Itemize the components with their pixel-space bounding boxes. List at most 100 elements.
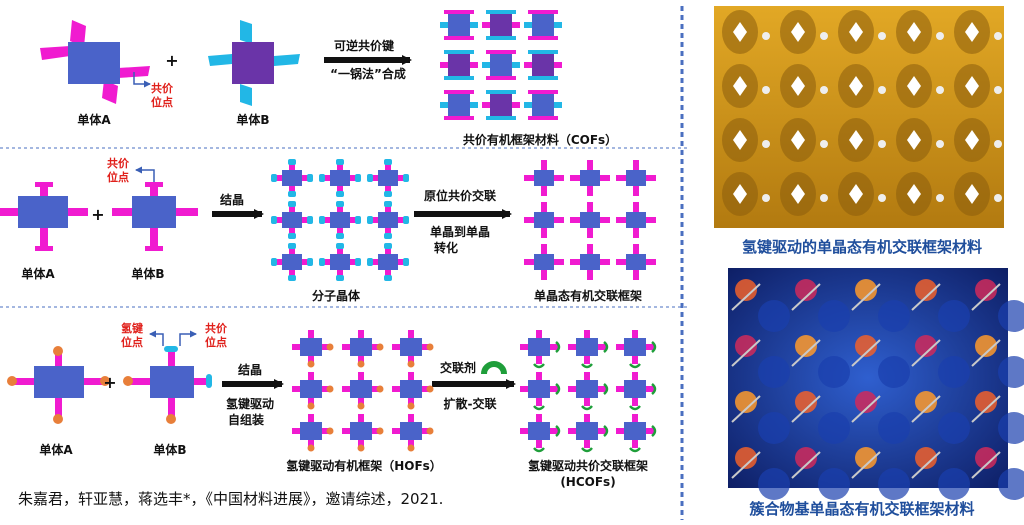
row1-site-pointer [133, 72, 151, 88]
hcof-node [624, 338, 646, 356]
hof-node [300, 422, 322, 440]
gold-pore-center [733, 22, 747, 42]
row2-crystal-grid [271, 159, 409, 281]
hcof-crosslink [581, 447, 593, 453]
hof-hbond [307, 444, 315, 452]
hof-node [300, 338, 322, 356]
hof-node [400, 380, 422, 398]
hof-node [300, 380, 322, 398]
cluster-pore [758, 300, 790, 332]
crystal-end [367, 174, 373, 182]
hcof-crosslink [651, 383, 657, 395]
gold-pore-center [791, 22, 805, 42]
cof-linker [444, 116, 474, 120]
row3-arrow1-top-label: 结晶 [238, 362, 262, 377]
hcof-crosslink [533, 447, 545, 453]
cluster-pore [758, 356, 790, 388]
row2-product-label: 单晶态有机交联框架 [534, 288, 642, 303]
hof-hbond [426, 343, 434, 351]
hcof-node [528, 380, 550, 398]
row1-monomer-b-label: 单体B [236, 112, 269, 127]
row3-monomer-b-label: 单体B [153, 442, 186, 457]
cluster-node [915, 447, 937, 469]
hof-hbond [376, 427, 384, 435]
crystal-end [307, 174, 313, 182]
row2-monomer-a [0, 182, 88, 251]
hcof-crosslink [629, 363, 641, 369]
cof-node [532, 54, 554, 76]
crystal-end [355, 216, 361, 224]
crystal-end [319, 258, 325, 266]
cluster-node [855, 447, 877, 469]
gold-pore-center [849, 184, 863, 204]
cof-linker [486, 90, 516, 94]
cluster-linker [911, 283, 941, 311]
hcof-crosslink [555, 383, 561, 395]
gold-atom [762, 140, 770, 148]
cluster-linker [731, 395, 761, 423]
hcof-node [528, 422, 550, 440]
crystal-end [403, 174, 409, 182]
gold-atom [762, 32, 770, 40]
hof-hbond [407, 360, 415, 368]
crystal-end [384, 191, 392, 197]
row2-arrow2-bottom-label-2: 转化 [434, 240, 458, 255]
cluster-linker [851, 451, 881, 479]
cluster-node [795, 447, 817, 469]
crystal-end [288, 191, 296, 197]
cluster-node [795, 391, 817, 413]
crystal-end [336, 243, 344, 249]
hof-node [400, 338, 422, 356]
gold-atom [878, 140, 886, 148]
hof-hbond [357, 402, 365, 410]
hcof-crosslink [555, 341, 561, 353]
framework-node [534, 254, 554, 270]
crystal-end [384, 275, 392, 281]
framework-node [580, 212, 600, 228]
hcof-node [624, 380, 646, 398]
cof-linker [528, 36, 558, 40]
hof-hbond [426, 427, 434, 435]
hof-hbond [326, 343, 334, 351]
cluster-pore [878, 300, 910, 332]
gold-atom [994, 86, 1002, 94]
hof-hbond [426, 385, 434, 393]
citation: 朱嘉君，轩亚慧，蒋选丰*，《中国材料进展》，邀请综述，2021. [18, 490, 444, 508]
hof-hbond [407, 402, 415, 410]
crystal-end [384, 159, 392, 165]
row2-plus: + [91, 205, 104, 224]
row1-site-label-1: 共价 [151, 81, 174, 95]
cof-linker [444, 10, 474, 14]
gold-pore-center [965, 76, 979, 96]
hcof-crosslink [555, 425, 561, 437]
cluster-linker [791, 283, 821, 311]
cof-linker [528, 10, 558, 14]
gold-pore-center [791, 184, 805, 204]
crosslinker-icon [481, 361, 507, 375]
cluster-node [855, 335, 877, 357]
hcof-crosslink [581, 363, 593, 369]
crystal-end [307, 258, 313, 266]
hcof-crosslink [603, 425, 609, 437]
gold-atom [878, 32, 886, 40]
cluster-node [915, 335, 937, 357]
row1-arrow-top-label: 可逆共价键 [334, 38, 394, 53]
row1-monomer-a [40, 20, 150, 104]
cluster-pore [938, 468, 970, 500]
row3-arrow2-top-label: 交联剂 [440, 360, 476, 375]
gold-atom [994, 140, 1002, 148]
hof-hbond [376, 385, 384, 393]
cluster-pore [818, 300, 850, 332]
cof-linker [486, 76, 516, 80]
hcof-crosslink [533, 405, 545, 411]
row3-arrow1-bottom-label-2: 自组装 [228, 412, 264, 427]
row3-product-label: 氢键驱动共价交联框架 [528, 458, 648, 473]
hof-hbond [326, 385, 334, 393]
caption-bottom: 簇合物基单晶态有机交联框架材料 [749, 500, 975, 518]
gold-atom [994, 32, 1002, 40]
cluster-node [915, 391, 937, 413]
cof-linker [486, 36, 516, 40]
hcof-crosslink [651, 341, 657, 353]
row3-hsite-pointer [149, 330, 164, 346]
cluster-node [795, 335, 817, 357]
